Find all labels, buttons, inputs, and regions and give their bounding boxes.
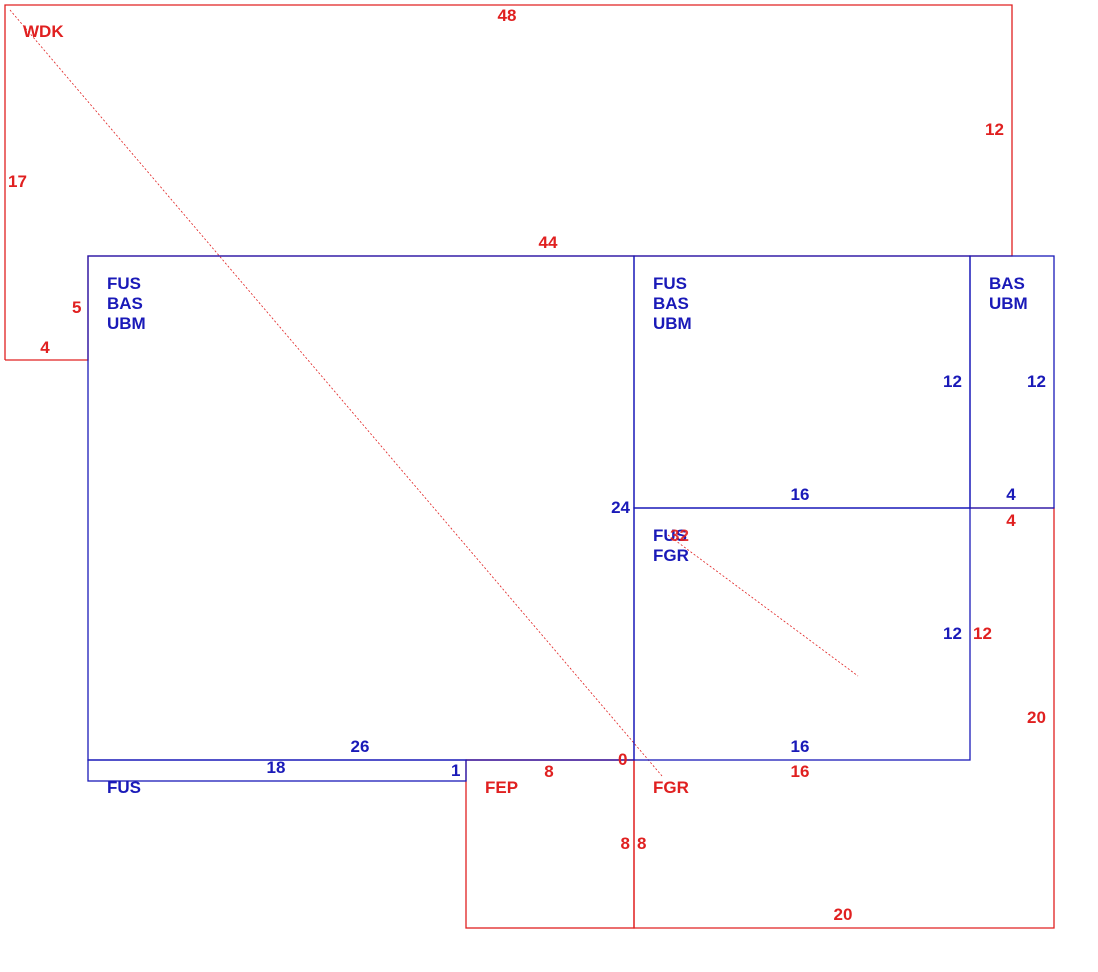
dim-junction: 0 [618, 750, 628, 769]
fgr-diagonal-line [667, 534, 859, 677]
fgr-outline [633, 507, 1055, 929]
dim-wdk-bottom-step: 4 [40, 338, 50, 357]
dim-main-top: 44 [538, 233, 558, 252]
room-code: BAS [107, 294, 143, 313]
dim-middle-right-side: 12 [943, 624, 962, 643]
room-label-strip: FUS [107, 778, 141, 797]
dim-wdk-top: 48 [497, 6, 517, 25]
room-code: BAS [989, 274, 1025, 293]
dim-upper-right-inner: 12 [943, 372, 962, 391]
room-code: FGR [653, 546, 689, 565]
dim-main-right: 24 [611, 498, 630, 517]
dim-strip-right: 1 [451, 761, 461, 780]
dim-main-bottom: 26 [350, 737, 370, 756]
dim-fep-right: 8 [620, 834, 630, 853]
room-code: FUS [107, 274, 141, 293]
room-codes-main: FUS BAS UBM [107, 274, 146, 334]
dim-red-side: 12 [973, 624, 992, 643]
room-label-fep: FEP [485, 778, 519, 797]
dim-fgr-left: 8 [637, 834, 647, 853]
dim-far-right-outer: 12 [1027, 372, 1046, 391]
room-code: UBM [653, 314, 692, 333]
overlap-number: 32 [670, 526, 689, 545]
dim-wdk-right: 12 [985, 120, 1004, 139]
dim-fgr-top-right: 4 [1006, 511, 1016, 530]
room-code: FUS [653, 274, 687, 293]
dim-upper-right-bottom: 16 [790, 485, 810, 504]
dim-strip-bottom: 18 [266, 758, 286, 777]
room-label-wdk: WDK [23, 22, 64, 41]
wdk-diagonal-line [9, 9, 663, 777]
room-codes-upper-right: FUS BAS UBM [653, 274, 692, 334]
room-label-fgr: FGR [653, 778, 689, 797]
dim-red-right: 20 [1027, 708, 1046, 727]
dim-middle-right-bottom: 16 [790, 737, 810, 756]
dim-wdk-inner-vertical: 5 [72, 298, 82, 317]
dim-fep-top: 8 [544, 762, 554, 781]
main-room-outline [87, 255, 635, 761]
room-code: UBM [989, 294, 1028, 313]
dim-far-right-bottom: 4 [1006, 485, 1016, 504]
room-code: FUS [653, 526, 687, 545]
strip-room-outline [87, 759, 467, 782]
room-codes-far-right: BAS UBM [989, 274, 1028, 314]
dim-wdk-left: 17 [8, 172, 27, 191]
room-code: BAS [653, 294, 689, 313]
room-codes-middle-right: FUS FGR [653, 526, 689, 566]
far-right-room-outline [969, 255, 1055, 509]
dim-fgr-top: 16 [790, 762, 810, 781]
middle-right-room-outline [633, 507, 971, 761]
dim-fgr-bottom: 20 [833, 905, 853, 924]
room-code: UBM [107, 314, 146, 333]
wdk-outline [4, 4, 1013, 361]
